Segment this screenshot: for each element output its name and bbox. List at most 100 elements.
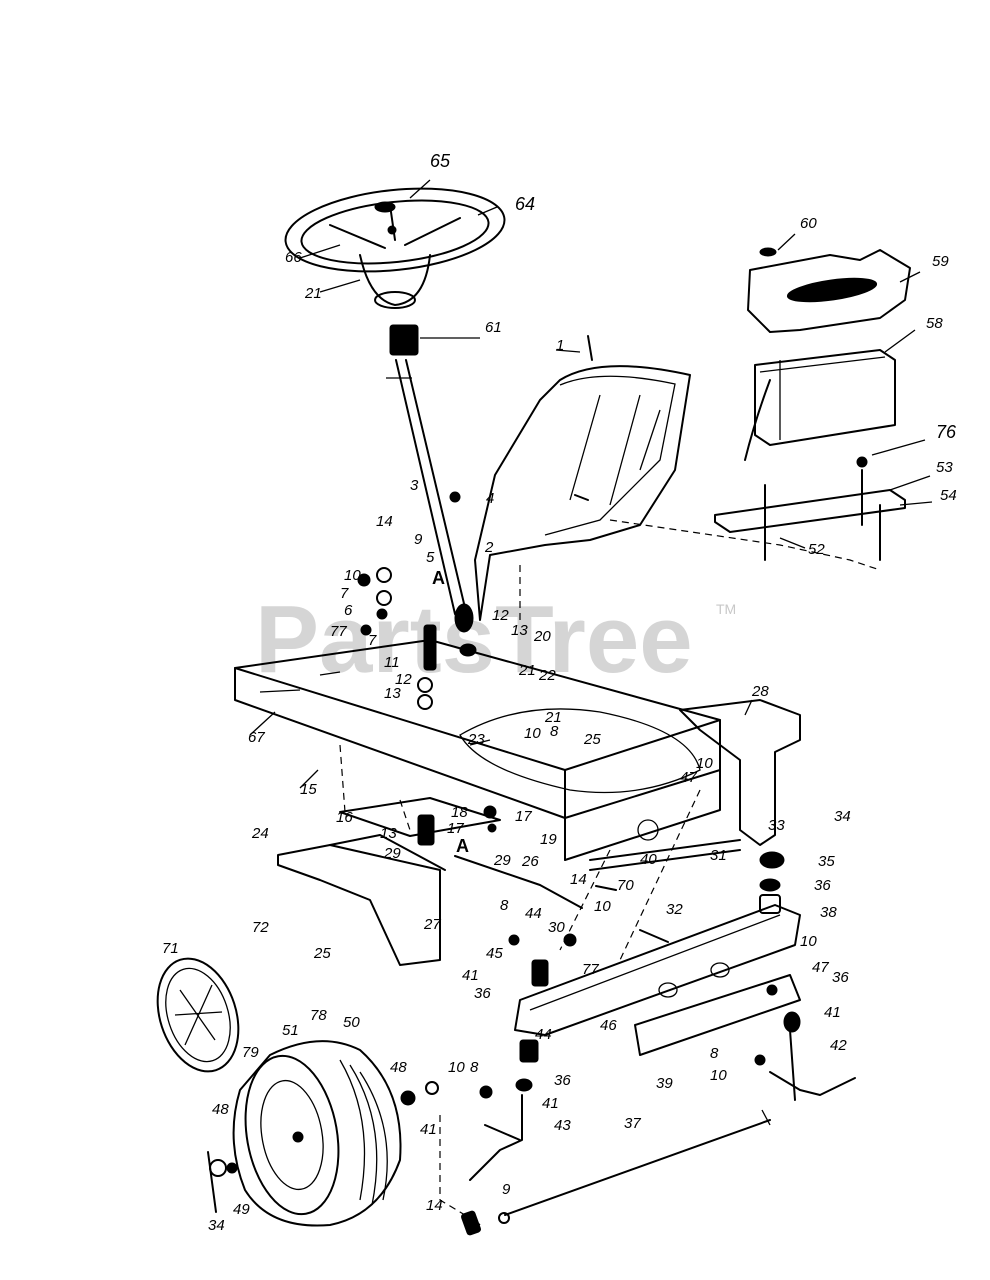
steering-wheel [284, 187, 506, 309]
tire [232, 1040, 402, 1227]
callout-c71: 71 [162, 940, 179, 957]
callout-c21c: 21 [544, 709, 562, 726]
callout-c10f: 10 [710, 1067, 727, 1084]
spindle-right [769, 1011, 856, 1101]
callout-c8d: 8 [470, 1059, 479, 1076]
callout-c33: 33 [768, 817, 785, 834]
drag-link [454, 855, 583, 909]
callout-c41d: 41 [420, 1121, 437, 1138]
callout-c9b: 9 [502, 1181, 511, 1198]
callout-c48b: 48 [212, 1101, 229, 1118]
callout-c79: 79 [242, 1044, 259, 1061]
side-rail [679, 699, 801, 846]
callout-c77b: 77 [582, 961, 599, 978]
hardware-parts [207, 491, 781, 1236]
callout-c36b: 36 [832, 969, 849, 986]
callout-c66: 66 [285, 249, 302, 266]
callout-c39: 39 [656, 1075, 673, 1092]
callout-c50: 50 [343, 1014, 360, 1031]
callout-c25b: 25 [313, 945, 331, 962]
callout-c14b: 14 [570, 871, 587, 888]
callout-c53: 53 [936, 459, 953, 476]
callout-c18: 18 [451, 804, 468, 821]
tie-rod [504, 1119, 771, 1216]
callout-c46: 46 [600, 1017, 617, 1034]
callout-c60: 60 [800, 215, 817, 232]
callout-c8b: 8 [500, 897, 509, 914]
bracket [277, 834, 446, 966]
callout-c21a: 21 [304, 285, 322, 302]
callout-c45: 45 [486, 945, 503, 962]
callout-c17a: 17 [515, 808, 532, 825]
callout-c21b: 21 [518, 662, 536, 679]
callout-c65: 65 [430, 151, 451, 171]
watermark-tm: TM [716, 601, 736, 617]
callout-c49: 49 [233, 1201, 250, 1218]
callout-c4: 4 [486, 490, 494, 507]
callout-c30: 30 [548, 919, 565, 936]
lower-support [339, 797, 501, 837]
callout-c78: 78 [310, 1007, 327, 1024]
callout-c42: 42 [830, 1037, 847, 1054]
callout-c11: 11 [384, 654, 400, 671]
leader-lines [249, 179, 933, 1216]
axle-support [634, 974, 801, 1056]
callout-c44a: 44 [525, 905, 542, 922]
callout-c20: 20 [533, 628, 551, 645]
callout-c47b: 47 [812, 959, 829, 976]
callout-c47a: 47 [680, 769, 697, 786]
callout-c41a: 41 [462, 967, 479, 984]
callout-c5: 5 [426, 549, 435, 566]
callout-c64: 64 [515, 194, 535, 214]
callout-c9a: 9 [414, 531, 423, 548]
pivot-bar [589, 839, 741, 871]
callout-c41b: 41 [824, 1004, 841, 1021]
callout-c32: 32 [666, 901, 683, 918]
callout-c29b: 29 [493, 852, 511, 869]
callout-c10g: 10 [448, 1059, 465, 1076]
callout-c37: 37 [624, 1115, 641, 1132]
callout-c36c: 36 [474, 985, 491, 1002]
callout-c8c: 8 [710, 1045, 719, 1062]
tie-rod-ends [469, 1109, 771, 1226]
callout-c67: 67 [248, 729, 265, 746]
callout-c54: 54 [940, 487, 957, 504]
callout-c31: 31 [710, 847, 727, 864]
fuel-tank [747, 247, 911, 333]
callout-c29a: 29 [383, 845, 401, 862]
callout-c19: 19 [540, 831, 557, 848]
callout-c76: 76 [936, 422, 957, 442]
callout-c22: 22 [538, 667, 556, 684]
callout-c41c: 41 [542, 1095, 559, 1112]
watermark-text: PartsTree [255, 586, 693, 693]
callout-c52: 52 [808, 541, 825, 558]
callout-c36d: 36 [554, 1072, 571, 1089]
tray-dash-line [609, 519, 881, 571]
callout-c16: 16 [336, 809, 353, 826]
callout-c58: 58 [926, 315, 943, 332]
callout-c59: 59 [932, 253, 949, 270]
callout-c10e: 10 [800, 933, 817, 950]
callout-c61: 61 [485, 319, 502, 336]
callout-c48a: 48 [390, 1059, 407, 1076]
section-marker-a: A [432, 568, 445, 588]
wheel-cover [156, 957, 240, 1073]
callout-c12b: 12 [395, 671, 412, 688]
callout-c24: 24 [251, 825, 269, 842]
battery [744, 349, 896, 461]
callout-c3: 3 [410, 477, 419, 494]
callout-c26: 26 [521, 853, 539, 870]
callout-c13b: 13 [384, 685, 401, 702]
steering-shaft [386, 324, 477, 657]
callout-c1: 1 [556, 337, 564, 354]
partstree-watermark: PartsTree TM [255, 586, 736, 693]
callout-c43: 43 [554, 1117, 571, 1134]
callout-c40: 40 [640, 851, 657, 868]
callout-c34a: 34 [834, 808, 851, 825]
callout-c7a: 7 [340, 585, 349, 602]
callout-c38: 38 [820, 904, 837, 921]
callout-c15: 15 [300, 781, 317, 798]
callout-c44b: 44 [535, 1026, 552, 1043]
callout-c2: 2 [484, 539, 494, 556]
